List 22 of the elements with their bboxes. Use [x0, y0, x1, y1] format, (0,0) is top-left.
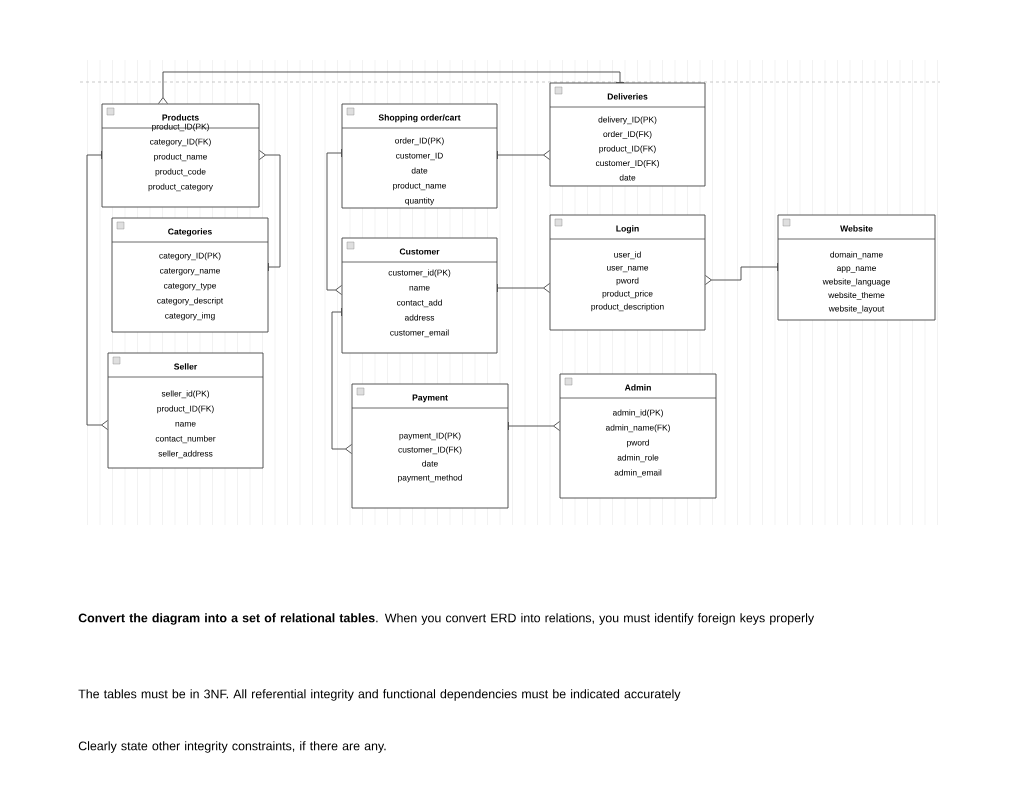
entity-table: Seller seller_id(PK) product_ID(FK) name contact_number seller_address — [107, 352, 264, 469]
relationship-line — [259, 150, 281, 272]
instruction-text: The tables must be in 3NF. All referential integrity and functional dependencies must be indicated accurately — [78, 689, 681, 701]
relationship-line — [497, 283, 550, 293]
entity-table: Deliveries delivery_ID(PK) order_ID(FK) product_ID(FK) customer_ID(FK) date — [549, 82, 706, 187]
entity-table: Categories category_ID(PK) catergory_name category_type category_descript category_img — [111, 217, 269, 333]
relationship-line — [326, 148, 342, 295]
relationship-line — [508, 421, 560, 431]
entity-table: Payment payment_ID(PK) customer_ID(FK) date payment_method — [351, 383, 509, 509]
entity-table: Admin admin_id(PK) admin_name(FK) pword admin_role admin_email — [559, 373, 717, 499]
relationship-line — [158, 71, 625, 104]
entity-table: Products product_ID(PK) category_ID(FK) product_name product_code product_category — [101, 103, 260, 208]
instruction-text: Convert the diagram into a set of relational tables. When you convert ERD into relations, you must identify foreign keys properly — [78, 613, 815, 625]
relationship-line — [331, 307, 352, 454]
entity-table: Website domain_name app_name website_language website_theme website_layout — [777, 214, 936, 321]
entity-table: Shopping order/cart order_ID(PK) customer_ID date product_name quantity — [341, 103, 498, 209]
relationship-line — [705, 262, 778, 285]
relationship-line — [86, 150, 108, 430]
instruction-text: Clearly state other integrity constraints, if there are any. — [78, 741, 386, 753]
relationship-line — [497, 150, 550, 160]
entity-table: Customer customer_id(PK) name contact_add address customer_email — [341, 237, 498, 354]
entity-table: Login user_id user_name pword product_price product_description — [549, 214, 706, 331]
